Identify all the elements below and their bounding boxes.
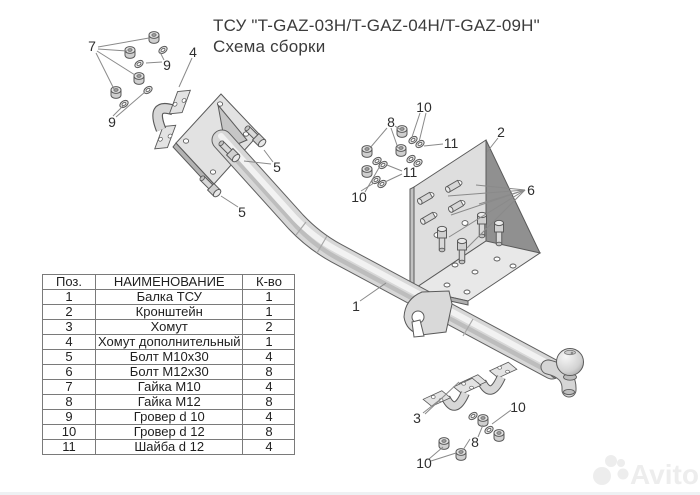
callout-1: 1	[352, 298, 360, 314]
callout-7: 7	[88, 38, 96, 54]
callout-10d: 10	[416, 455, 432, 471]
callout-10c: 10	[510, 399, 526, 415]
cell-name: Гайка М12	[94, 394, 244, 410]
cell-qty: 2	[242, 319, 296, 335]
cell-name: Хомут	[94, 319, 244, 335]
cell-name: Гровер d 10	[94, 409, 244, 425]
cell-pos: 2	[42, 304, 96, 320]
cell-name: Гровер d 12	[94, 424, 244, 440]
cell-qty: 1	[242, 289, 296, 305]
cell-qty: 1	[242, 304, 296, 320]
cell-name: Болт М10х30	[94, 349, 244, 365]
col-header-pos: Поз.	[42, 274, 96, 290]
callout-5a: 5	[273, 159, 281, 175]
callout-9b: 9	[108, 114, 116, 130]
cell-qty: 4	[242, 379, 296, 395]
beam-part-1	[211, 129, 563, 380]
cell-pos: 7	[42, 379, 96, 395]
cell-name: Балка ТСУ	[94, 289, 244, 305]
callout-8a: 8	[387, 114, 395, 130]
cell-qty: 8	[242, 424, 296, 440]
cell-name: Болт М12х30	[94, 364, 244, 380]
cell-qty: 8	[242, 364, 296, 380]
cell-pos: 4	[42, 334, 96, 350]
callout-10b: 10	[351, 189, 367, 205]
cell-qty: 4	[242, 409, 296, 425]
cell-qty: 8	[242, 394, 296, 410]
callout-9a: 9	[163, 57, 171, 73]
cell-pos: 9	[42, 409, 96, 425]
callout-2: 2	[497, 124, 505, 140]
callout-3: 3	[413, 410, 421, 426]
callout-8b: 8	[471, 434, 479, 450]
cell-name: Гайка М10	[94, 379, 244, 395]
parts-table-header-row: Поз. НАИМЕНОВАНИЕ К-во	[42, 274, 296, 290]
callout-11b: 11	[403, 164, 418, 180]
callout-lines	[95, 37, 526, 462]
cell-pos: 5	[42, 349, 96, 365]
drawing-title: ТСУ "T-GAZ-03H/T-GAZ-04H/T-GAZ-09H" Схем…	[213, 15, 540, 57]
col-header-name: НАИМЕНОВАНИЕ	[94, 274, 244, 290]
avito-wordmark: Avito	[630, 459, 699, 490]
callout-4: 4	[189, 44, 197, 60]
clamps-part-3	[423, 362, 517, 406]
callout-11a: 11	[444, 135, 459, 151]
towball	[540, 348, 584, 398]
callout-6: 6	[527, 182, 535, 198]
cell-name: Кронштейн	[94, 304, 244, 320]
cell-pos: 8	[42, 394, 96, 410]
cell-qty: 1	[242, 334, 296, 350]
cell-pos: 6	[42, 364, 96, 380]
cell-pos: 11	[42, 439, 96, 455]
bottom-edge-strip	[0, 492, 700, 495]
drawing-title-line2: Схема сборки	[213, 37, 326, 56]
beam-hook-plate	[403, 290, 453, 338]
cell-name: Хомут дополнительный	[94, 334, 244, 350]
col-header-qty: К-во	[242, 274, 296, 290]
cell-pos: 1	[42, 289, 96, 305]
avito-watermark: Avito	[593, 455, 699, 490]
callout-5b: 5	[238, 204, 246, 220]
cell-qty: 4	[242, 439, 296, 455]
callout-labels: 7 9 9 4 5 5 1 10 8 11 11 10 2 6 3 10 8 1…	[88, 38, 535, 471]
cell-pos: 3	[42, 319, 96, 335]
avito-logo-icon	[593, 455, 629, 485]
callout-10a: 10	[416, 99, 432, 115]
cell-pos: 10	[42, 424, 96, 440]
cell-name: Шайба d 12	[94, 439, 244, 455]
drawing-title-line1: ТСУ "T-GAZ-03H/T-GAZ-04H/T-GAZ-09H"	[213, 16, 540, 35]
bracket-part-2	[409, 139, 542, 306]
cell-qty: 4	[242, 349, 296, 365]
